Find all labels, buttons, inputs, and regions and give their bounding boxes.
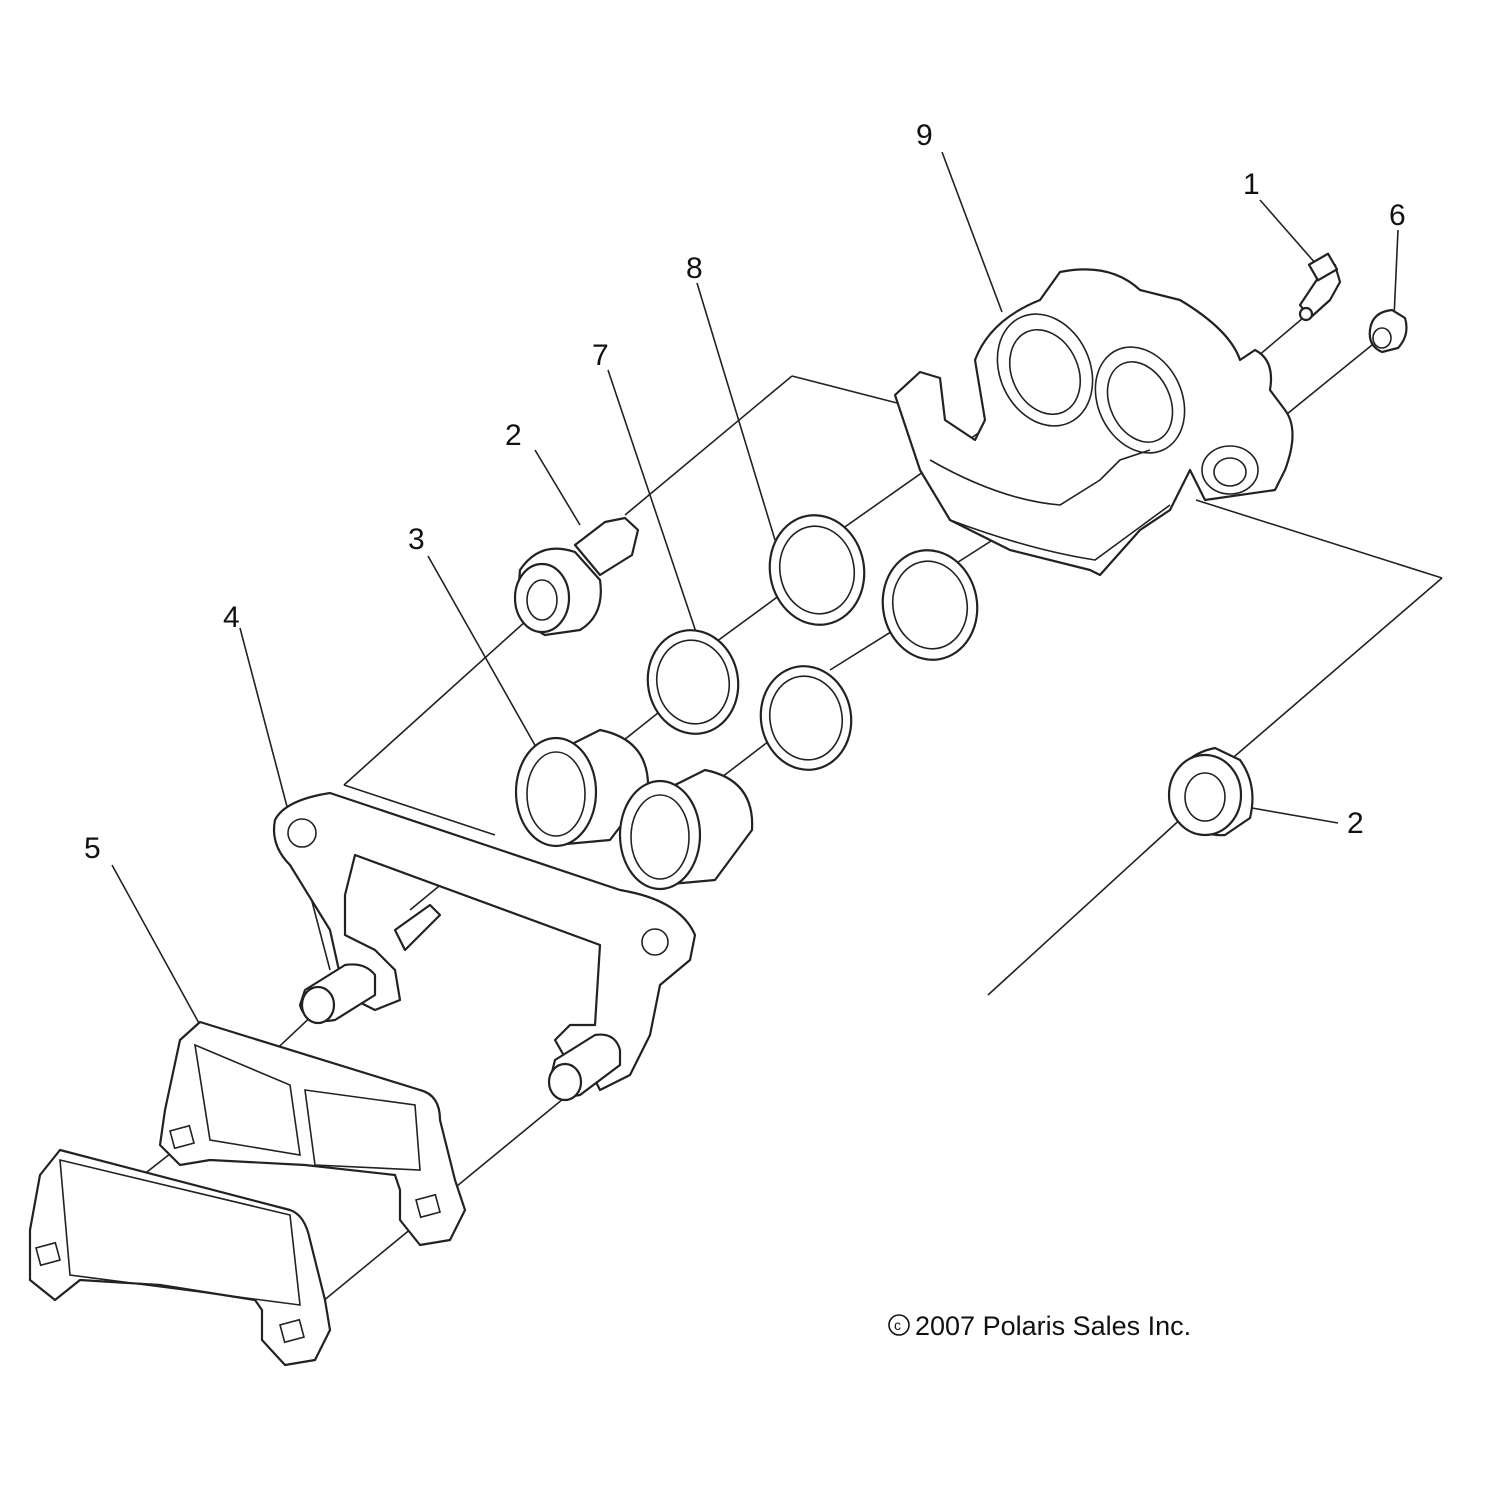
piston-seal-8a [768, 514, 866, 626]
callout-8: 8 [686, 252, 703, 285]
piston-seal-8b [881, 549, 979, 661]
piston-3a [514, 728, 650, 848]
callout-5: 5 [84, 832, 101, 865]
caliper-body [893, 268, 1294, 577]
bleeder-cap [1368, 308, 1408, 354]
callout-labels: 9 1 6 8 7 2 3 4 5 2 [84, 119, 1406, 865]
bushing-lower [1167, 746, 1254, 837]
callout-7: 7 [592, 339, 609, 372]
bleeder-valve [1298, 252, 1342, 322]
brake-pad-outer [28, 1148, 332, 1367]
leader-lines [111, 151, 1399, 1026]
callout-2-lower: 2 [1347, 807, 1364, 840]
dust-seal-7a [646, 629, 740, 735]
copyright-notice: c 2007 Polaris Sales Inc. [888, 1311, 1191, 1341]
pin-bolt-upper [513, 516, 640, 637]
piston-3b [618, 768, 754, 891]
copyright-circle [888, 1314, 910, 1336]
callout-3: 3 [408, 523, 425, 556]
callout-2-upper: 2 [505, 419, 522, 452]
brake-pad-inner [158, 1020, 467, 1247]
callout-1: 1 [1243, 168, 1260, 201]
dust-seal-7b [759, 665, 853, 771]
callout-6: 6 [1389, 199, 1406, 232]
caliper-bracket [272, 791, 697, 1102]
copyright-text: 2007 Polaris Sales Inc. [915, 1311, 1191, 1341]
callout-9: 9 [916, 119, 933, 152]
copyright-symbol: c [894, 1317, 901, 1333]
callout-4: 4 [223, 601, 240, 634]
